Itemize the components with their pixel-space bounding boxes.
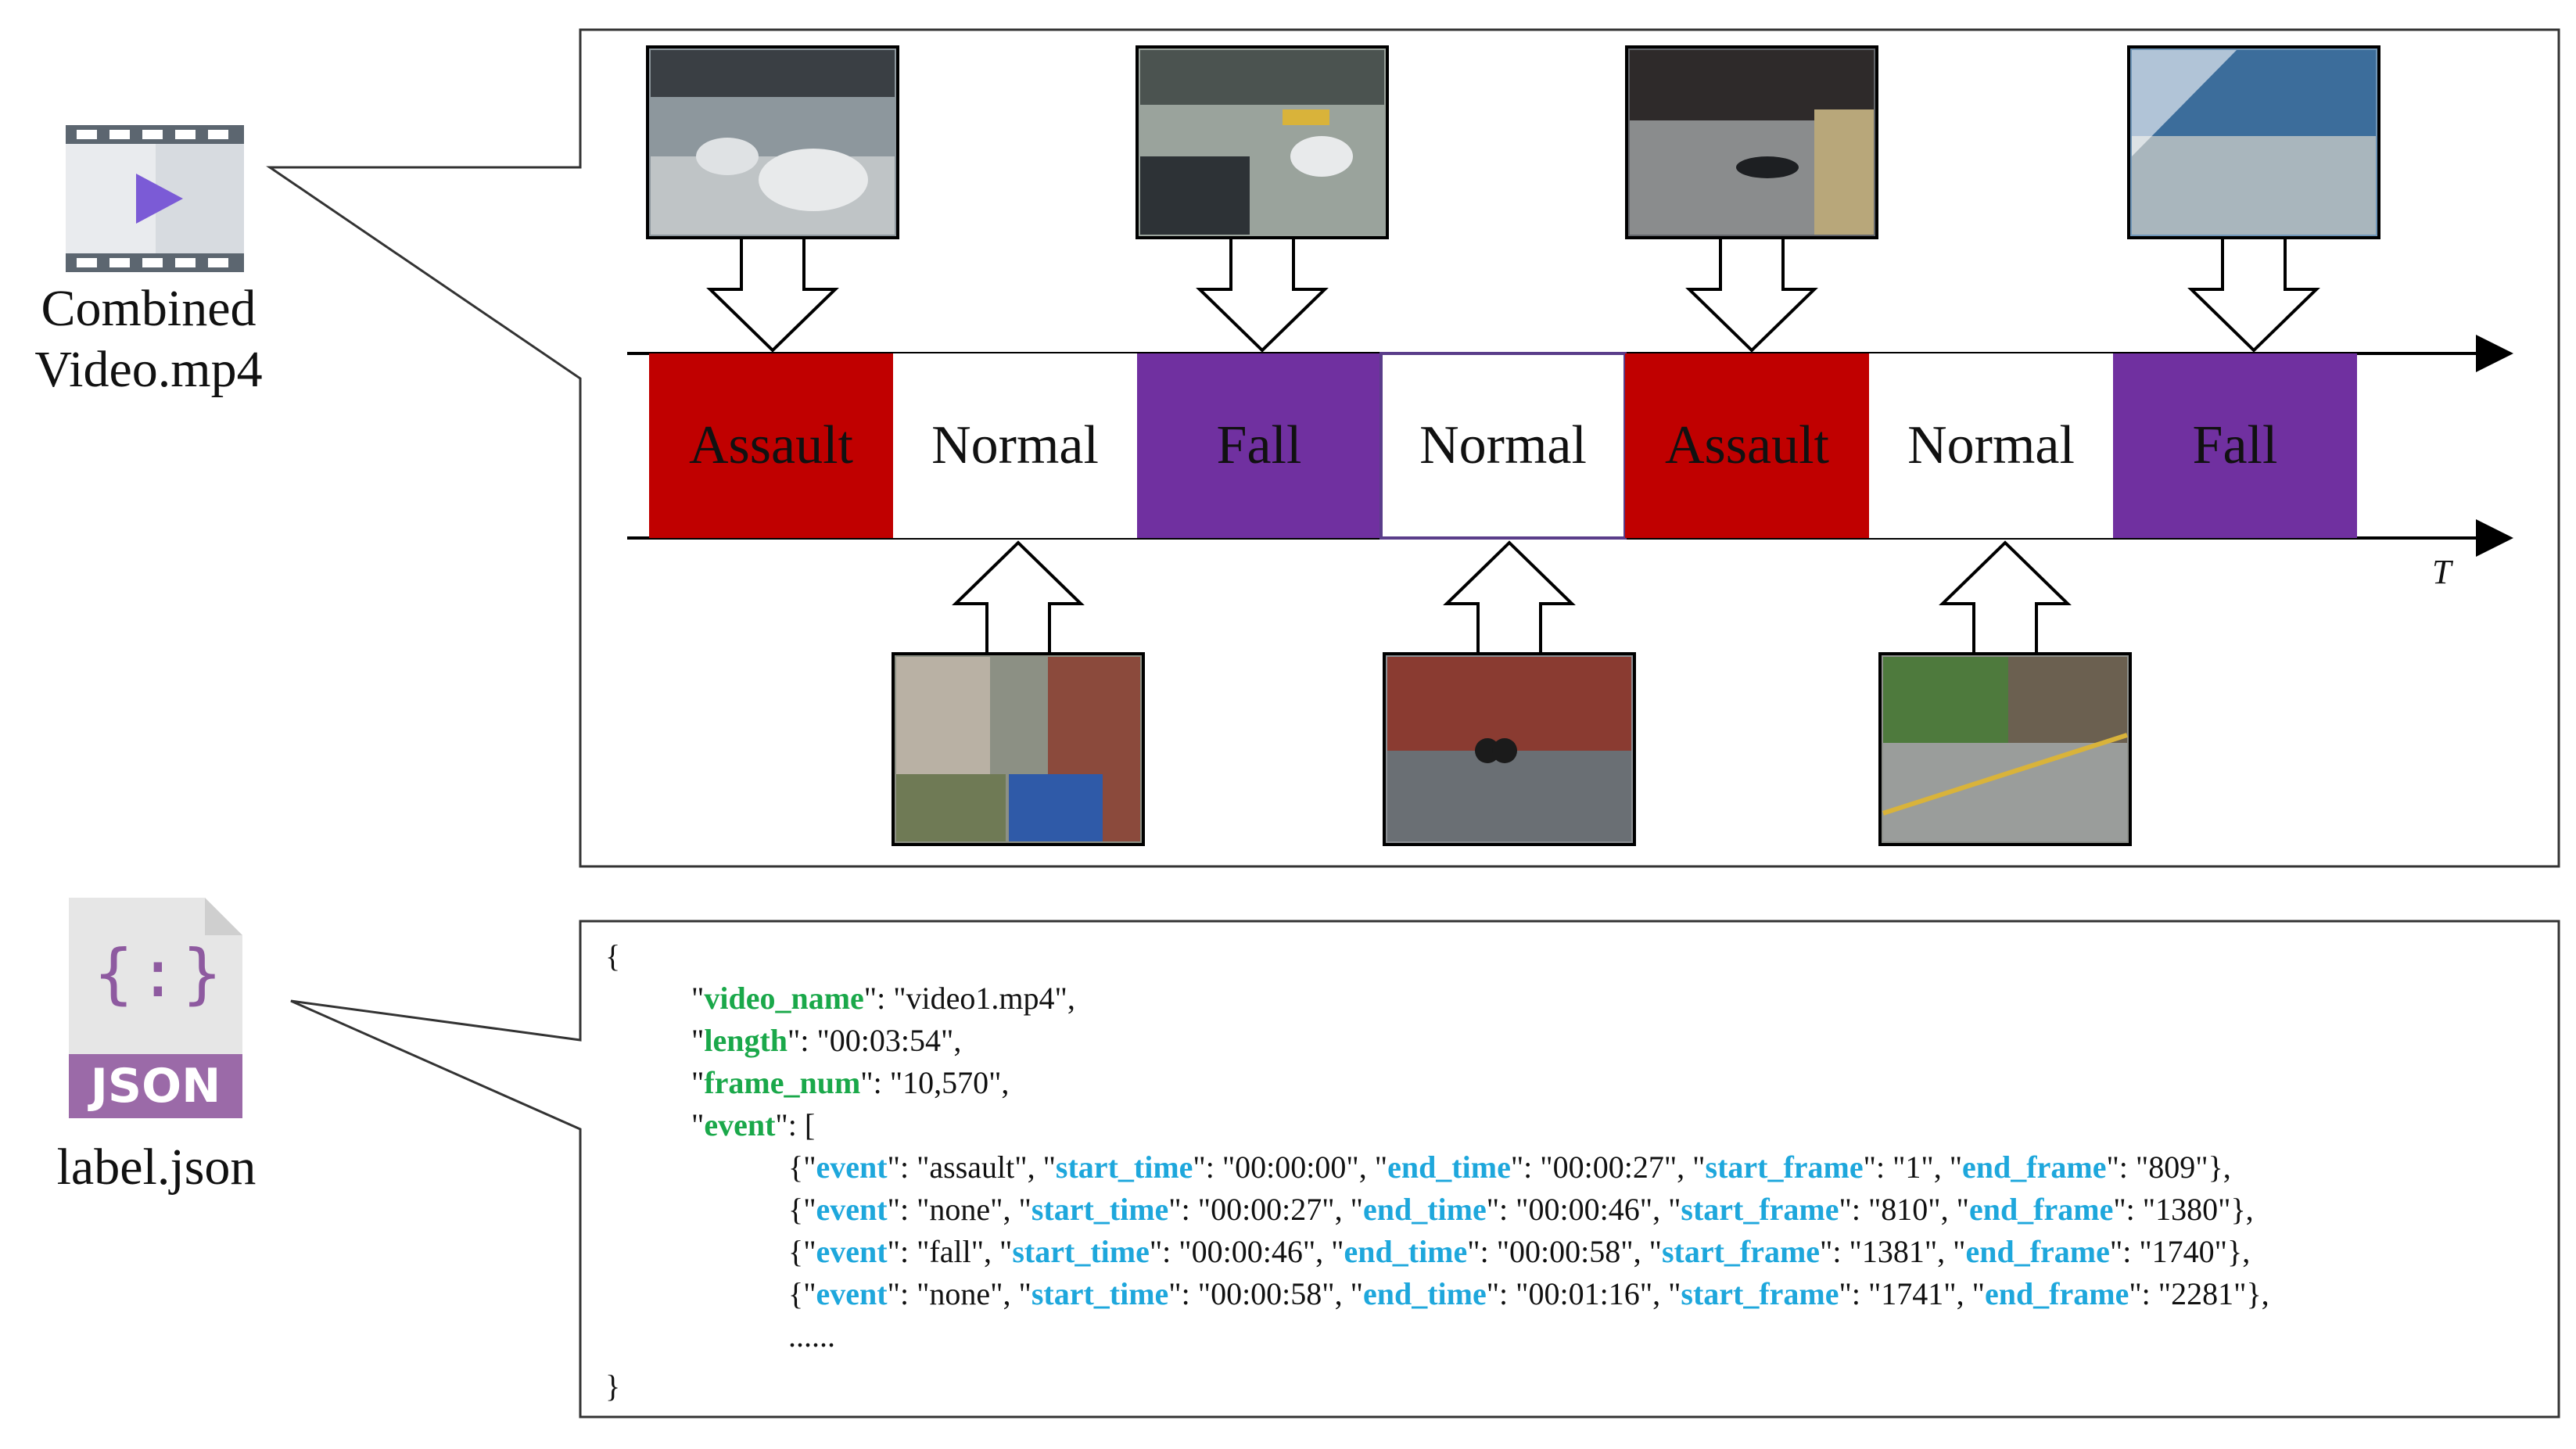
json-key-end-time: end_time [1362, 1192, 1487, 1227]
thumbnail-bottom-2 [1383, 652, 1636, 846]
json-length-line: "length": "00:03:54", [691, 1023, 962, 1058]
segment-block-1 [649, 353, 893, 538]
thumbnail-top-1 [646, 45, 899, 239]
video-label-line2: Video.mp4 [34, 341, 263, 398]
json-value-start-frame: "1381" [1849, 1234, 1938, 1269]
segment-label-3: Fall [1216, 415, 1302, 475]
segment-block-7 [2113, 353, 2357, 538]
json-value-start-frame: "1" [1893, 1150, 1934, 1185]
json-value-start-time: "00:00:27" [1197, 1192, 1335, 1227]
json-file-icon [69, 898, 242, 1118]
json-value-end-time: "00:00:46" [1516, 1192, 1653, 1227]
json-badge: JSON [90, 1059, 221, 1114]
json-value-start-time: "00:00:00" [1222, 1150, 1359, 1185]
video-callout [266, 28, 2560, 868]
json-value-end-time: "00:00:27" [1540, 1150, 1677, 1185]
json-key-event: event [816, 1276, 888, 1311]
segment-label-5: Assault [1665, 415, 1829, 475]
json-open-brace: { [605, 938, 621, 974]
json-value-event: "none" [917, 1192, 1003, 1227]
json-value-end-frame: "1380" [2142, 1192, 2231, 1227]
thumbnail-top-3 [1625, 45, 1878, 239]
json-key-end-frame: end_frame [1962, 1150, 2107, 1185]
json-key-start-frame: start_frame [1681, 1192, 1839, 1227]
json-event-row: {"event": "assault", "start_time": "00:0… [788, 1150, 2231, 1185]
json-key-start-frame: start_frame [1681, 1276, 1839, 1311]
json-key-end-time: end_time [1362, 1276, 1487, 1311]
thumbnail-top-2 [1136, 45, 1389, 239]
json-value-start-time: "00:00:46" [1179, 1234, 1316, 1269]
timeline-segments [649, 352, 2357, 540]
arrow-down-3 [1685, 236, 1818, 353]
axis-t-label: T [2432, 553, 2452, 591]
json-value-event: "assault" [917, 1150, 1028, 1185]
json-value-end-frame: "809" [2135, 1150, 2208, 1185]
json-value-event: "none" [917, 1276, 1003, 1311]
json-ellipsis: ...... [788, 1318, 835, 1354]
json-key-end-frame: end_frame [1968, 1192, 2114, 1227]
json-value-start-frame: "1741" [1867, 1276, 1957, 1311]
json-key-start-time: start_time [1055, 1150, 1193, 1185]
segment-label-4: Normal [1419, 415, 1587, 475]
thumbnail-bottom-3 [1878, 652, 2132, 846]
segment-block-4 [1379, 352, 1627, 540]
json-event-row: {"event": "none", "start_time": "00:00:2… [788, 1192, 2254, 1227]
segment-label-2: Normal [931, 415, 1099, 475]
json-key-end-frame: end_frame [1984, 1276, 2129, 1311]
arrow-up-2 [1443, 540, 1576, 655]
json-value-end-frame: "1740" [2139, 1234, 2227, 1269]
json-close-brace: } [605, 1368, 621, 1404]
json-value-end-time: "00:00:58" [1496, 1234, 1634, 1269]
segment-block-2 [893, 353, 1137, 538]
json-key-start-frame: start_frame [1661, 1234, 1821, 1269]
json-key-start-time: start_time [1012, 1234, 1150, 1269]
json-key-event: event [816, 1150, 888, 1185]
json-value-end-time: "00:01:16" [1516, 1276, 1653, 1311]
json-key-start-time: start_time [1031, 1192, 1169, 1227]
json-callout [290, 920, 2560, 1419]
json-frame-num-line: "frame_num": "10,570", [691, 1065, 1010, 1100]
json-video-name-line: "video_name": "video1.mp4", [691, 981, 1075, 1016]
json-value-event: "fall" [917, 1234, 985, 1269]
arrow-up-3 [1939, 540, 2072, 655]
json-value-start-time: "00:00:58" [1197, 1276, 1335, 1311]
json-event-row: {"event": "none", "start_time": "00:00:5… [788, 1276, 2269, 1311]
segment-label-1: Assault [689, 415, 853, 475]
thumbnail-bottom-1 [892, 652, 1145, 846]
json-event-row: {"event": "fall", "start_time": "00:00:4… [788, 1234, 2251, 1269]
json-glyph: {:} [94, 935, 227, 1012]
json-value-end-frame: "2281" [2158, 1276, 2247, 1311]
segment-block-3 [1137, 353, 1381, 538]
json-value-start-frame: "810" [1867, 1192, 1941, 1227]
arrow-down-2 [1196, 236, 1329, 353]
segment-label-6: Normal [1907, 415, 2075, 475]
json-event-line: "event": [ [691, 1107, 816, 1142]
json-key-start-frame: start_frame [1705, 1150, 1864, 1185]
json-file-label: label.json [56, 1139, 257, 1196]
video-file-icon [66, 125, 244, 272]
segment-block-6 [1869, 353, 2113, 538]
segment-label-7: Fall [2192, 415, 2278, 475]
json-key-event: event [816, 1234, 888, 1269]
json-key-start-time: start_time [1031, 1276, 1169, 1311]
json-key-end-frame: end_frame [1965, 1234, 2110, 1269]
video-file-label: Combined Video.mp4 [8, 278, 289, 400]
json-key-event: event [816, 1192, 888, 1227]
arrow-down-1 [706, 236, 839, 353]
arrow-down-4 [2187, 236, 2320, 353]
segment-block-5 [1625, 353, 1869, 538]
json-key-end-time: end_time [1387, 1150, 1511, 1185]
thumbnail-top-4 [2127, 45, 2380, 239]
arrow-up-1 [952, 540, 1085, 655]
json-key-end-time: end_time [1344, 1234, 1468, 1269]
video-label-line1: Combined [41, 280, 257, 337]
